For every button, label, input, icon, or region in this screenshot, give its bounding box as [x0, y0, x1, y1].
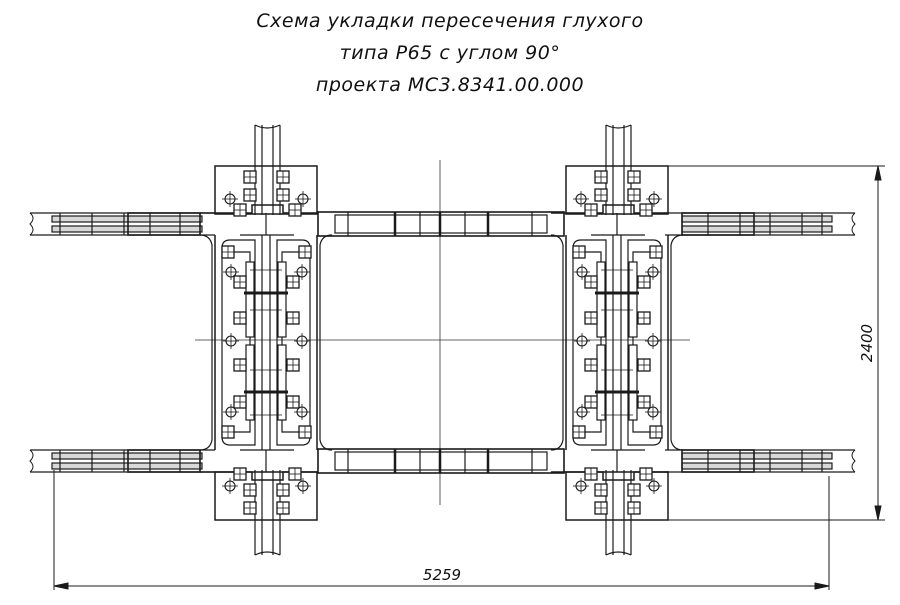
- width-dimension-label: 5259: [423, 566, 461, 584]
- top-horizontal-rails: [29, 211, 856, 237]
- left-vertical-assembly: [199, 124, 333, 556]
- height-dimension-label: 2400: [858, 324, 876, 362]
- right-vertical-assembly: [550, 124, 684, 556]
- title-line-1: Схема укладки пересечения глухого: [256, 10, 644, 32]
- bottom-horizontal-rails: [29, 448, 856, 474]
- title-line-3: проекта МС3.8341.00.000: [315, 74, 585, 96]
- dimension-width: [53, 470, 830, 590]
- title-line-2: типа Р65 с углом 90°: [339, 42, 561, 64]
- dimension-height: [665, 165, 885, 521]
